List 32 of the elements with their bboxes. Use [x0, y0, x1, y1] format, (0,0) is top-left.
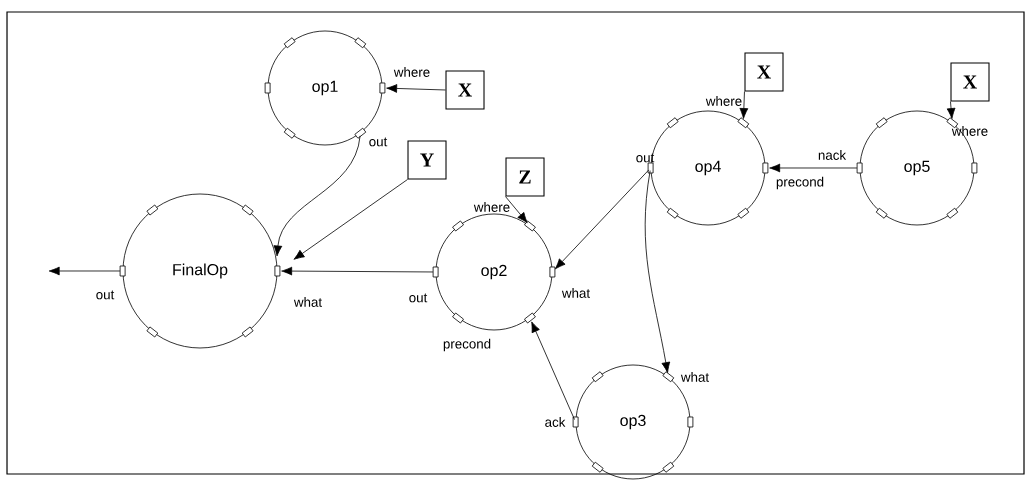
port-label: where: [951, 126, 988, 136]
port-label: precond: [443, 338, 491, 352]
arrow: [644, 170, 671, 373]
arrow: [505, 196, 528, 224]
arrow: [531, 321, 575, 420]
port-label: what: [293, 297, 322, 307]
arrow: [386, 84, 446, 93]
port-label: ack: [545, 417, 566, 427]
port-label: out: [636, 153, 655, 163]
arrow: [554, 169, 650, 270]
port-label: where: [473, 202, 510, 212]
port-label: where: [705, 96, 742, 106]
port-label: out: [409, 293, 428, 303]
port-label: out: [369, 137, 388, 147]
variable-box: Z: [505, 157, 545, 197]
arrow: [281, 266, 434, 276]
port-label: out: [96, 290, 115, 300]
variable-box: X: [744, 52, 784, 92]
port-label: where: [393, 67, 430, 77]
variable-box: X: [445, 70, 485, 110]
arrow: [48, 266, 121, 276]
arrow: [293, 179, 408, 260]
arrow: [739, 91, 749, 119]
port-label: nack: [818, 150, 847, 160]
arrow: [769, 163, 858, 173]
port-label: what: [680, 372, 709, 382]
variable-box: X: [950, 62, 990, 102]
port-label: what: [561, 288, 590, 298]
arrow: [273, 135, 361, 257]
variable-box: Y: [407, 140, 447, 180]
arrow: [946, 101, 956, 119]
port-label: precond: [776, 176, 824, 190]
